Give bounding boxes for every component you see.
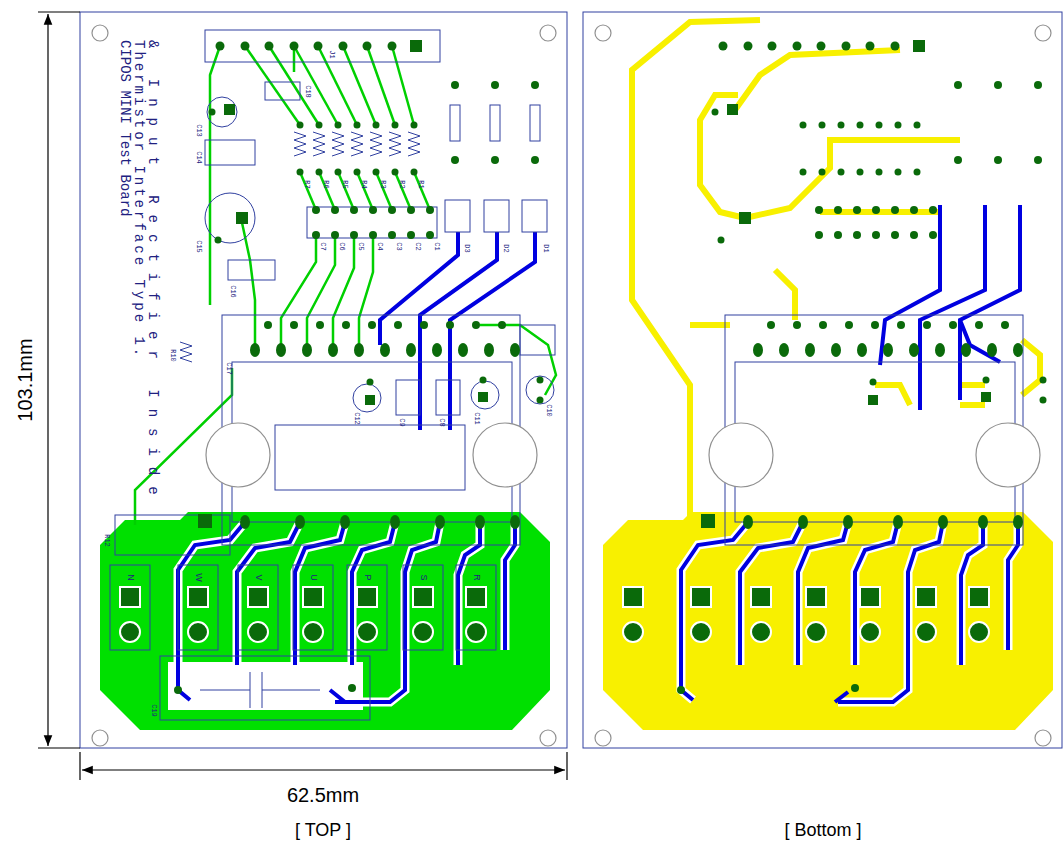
part-label: R12 <box>102 534 109 547</box>
part-label: C17 <box>224 362 231 375</box>
part-label: C12 <box>352 412 359 425</box>
terminal-label: S <box>418 574 427 580</box>
part-label: C10 <box>544 404 551 417</box>
terminal-label: R <box>472 574 481 581</box>
silkscreen-text: CIPOS MINI Test Board <box>118 40 132 216</box>
part-label: C19 <box>149 704 156 717</box>
part-label: R7 <box>303 180 310 188</box>
part-label: R5 <box>341 180 348 188</box>
part-label: C15 <box>194 240 201 253</box>
part-label: R6 <box>322 180 329 188</box>
part-label: D3 <box>463 244 470 252</box>
part-label: D2 <box>502 244 509 252</box>
part-label: C13 <box>194 124 201 137</box>
part-label: C3 <box>395 242 402 250</box>
silkscreen-text: Thermistor Interface Type 1. <box>132 40 146 359</box>
part-label: C7 <box>319 242 326 250</box>
part-label: C6 <box>338 242 345 250</box>
view-label: [ TOP ] <box>295 821 351 839</box>
part-label: C14 <box>194 151 201 164</box>
part-label: C4 <box>376 242 383 250</box>
terminal-label: W <box>194 573 203 582</box>
part-label: D1 <box>542 244 549 252</box>
part-label: R3 <box>379 180 386 188</box>
terminal-label: V <box>253 574 262 580</box>
part-label: R1 <box>417 180 424 188</box>
terminal-label: P <box>362 574 371 580</box>
dimension-label: 62.5mm <box>287 785 359 805</box>
part-label: C2 <box>414 242 421 250</box>
part-label: C8 <box>438 418 445 426</box>
part-label: J1 <box>328 50 335 58</box>
part-label: C11 <box>472 412 479 425</box>
part-label: C18 <box>303 85 310 98</box>
part-label: R2 <box>398 180 405 188</box>
terminal-label: N <box>126 574 135 581</box>
silkscreen-text: & Input Rectifier Inside <box>146 40 160 506</box>
part-label: C16 <box>228 285 235 298</box>
terminal-label: U <box>309 574 318 581</box>
part-label: R4 <box>360 180 367 188</box>
part-label: R10 <box>168 349 175 362</box>
part-label: C9 <box>398 418 405 426</box>
part-label: C5 <box>357 242 364 250</box>
dimension-label: 103.1mm <box>15 338 35 421</box>
part-label: C1 <box>433 242 440 250</box>
view-label: [ Bottom ] <box>784 821 861 839</box>
